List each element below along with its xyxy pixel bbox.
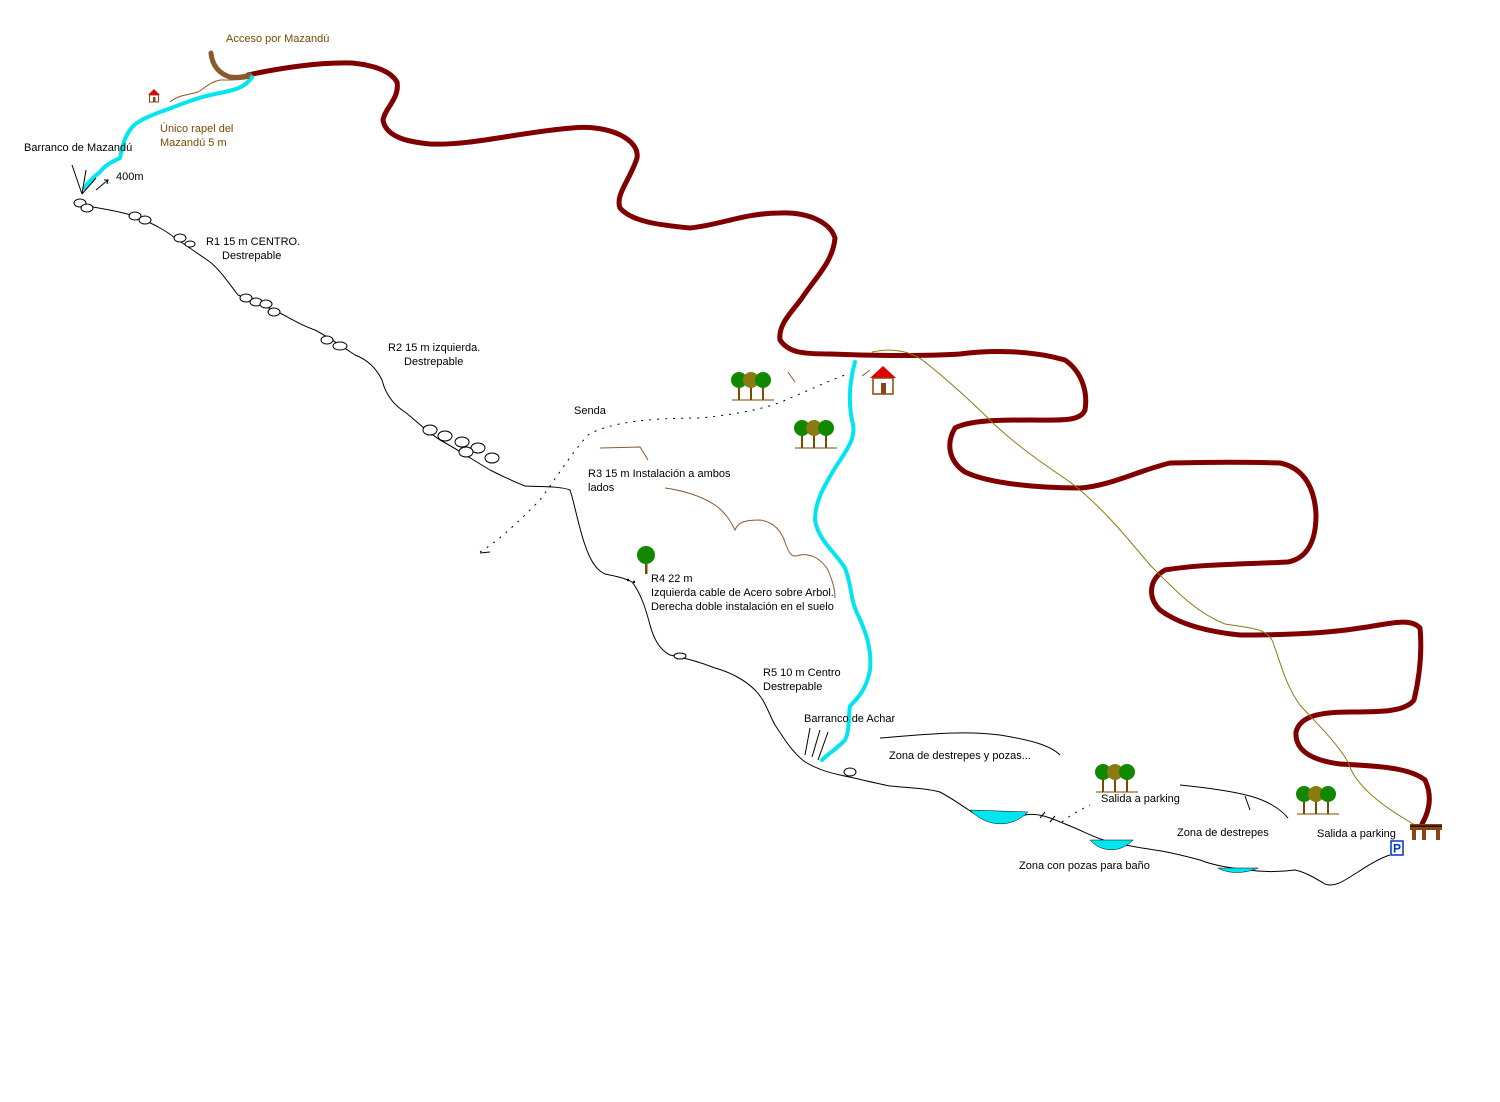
mazandu-junction-lines xyxy=(71,164,97,195)
label-r3-line2: lados xyxy=(588,482,615,494)
bridge-icon xyxy=(1410,824,1442,840)
mazandu-watercourse xyxy=(82,75,254,190)
pool-2 xyxy=(1089,839,1134,850)
label-barranco-achar: Barranco de Achar xyxy=(804,713,895,725)
small-brown-tick xyxy=(787,371,796,383)
label-r3-line1: R3 15 m Instalación a ambos xyxy=(588,468,731,480)
tree-icon xyxy=(637,546,655,574)
salida-dotted-path xyxy=(1061,804,1091,823)
trail-to-parking xyxy=(871,349,1416,826)
label-r1-line1: R1 15 m CENTRO. xyxy=(206,236,300,248)
pool-1 xyxy=(969,809,1029,825)
senda-dotted-path xyxy=(479,373,849,553)
label-senda: Senda xyxy=(574,405,607,417)
house-icon xyxy=(870,366,896,395)
main-ravine-outline xyxy=(79,204,1391,886)
parking-icon: P xyxy=(1390,840,1404,856)
tree-group-icon xyxy=(1095,764,1138,793)
label-r1-line2: Destrepable xyxy=(222,250,281,262)
label-r4-line3: Derecha doble instalación en el suelo xyxy=(651,601,834,613)
access-path-brown xyxy=(208,50,253,80)
label-r5-line2: Destrepable xyxy=(763,681,822,693)
r3-side-path xyxy=(599,446,649,461)
house-icon xyxy=(148,89,160,103)
senda-end-tick xyxy=(479,551,491,554)
label-r2-line1: R2 15 m izquierda. xyxy=(388,342,480,354)
label-unico-rapel-2: Mazandú 5 m xyxy=(160,137,227,149)
label-zona-destrepes: Zona de destrepes xyxy=(1177,827,1269,839)
anchor-dots xyxy=(626,578,636,584)
house-junction-tick xyxy=(861,369,871,377)
arrow-400m xyxy=(95,179,109,191)
r3-side-path-2 xyxy=(664,487,836,599)
label-400m: 400m xyxy=(116,171,144,183)
ravine-right-bank-2 xyxy=(1179,784,1289,819)
pool-3 xyxy=(1217,867,1259,873)
rocks xyxy=(73,198,857,777)
ravine-right-bank xyxy=(879,732,1061,756)
ravine-small-tick xyxy=(1244,795,1251,811)
tree-group-icon xyxy=(794,420,837,449)
label-salida-parking-1: Salida a parking xyxy=(1101,793,1180,805)
mazandu-side-path xyxy=(169,77,251,103)
label-barranco-mazandu: Barranco de Mazandú xyxy=(24,142,132,154)
label-acceso: Acceso por Mazandú xyxy=(226,33,329,45)
label-r4-line1: R4 22 m xyxy=(651,573,693,585)
achar-watercourse xyxy=(813,360,873,762)
tree-group-icon xyxy=(731,372,774,401)
achar-ravine-left xyxy=(804,727,829,761)
label-unico-rapel-1: Único rapel del xyxy=(160,122,233,135)
tree-group-icon xyxy=(1296,786,1339,815)
label-r2-line2: Destrepable xyxy=(404,356,463,368)
label-salida-parking-2: Salida a parking xyxy=(1317,828,1396,840)
pool-gap-marks xyxy=(1039,811,1056,823)
label-zona-destrepes-pozas: Zona de destrepes y pozas... xyxy=(889,750,1031,762)
access-road xyxy=(245,60,1432,827)
label-r5-line1: R5 10 m Centro xyxy=(763,667,841,679)
label-r4-line2: Izquierda cable de Acero sobre Arbol. xyxy=(651,587,834,599)
label-zona-pozas: Zona con pozas para baño xyxy=(1019,860,1150,872)
parking-sign-text: P xyxy=(1393,842,1401,856)
